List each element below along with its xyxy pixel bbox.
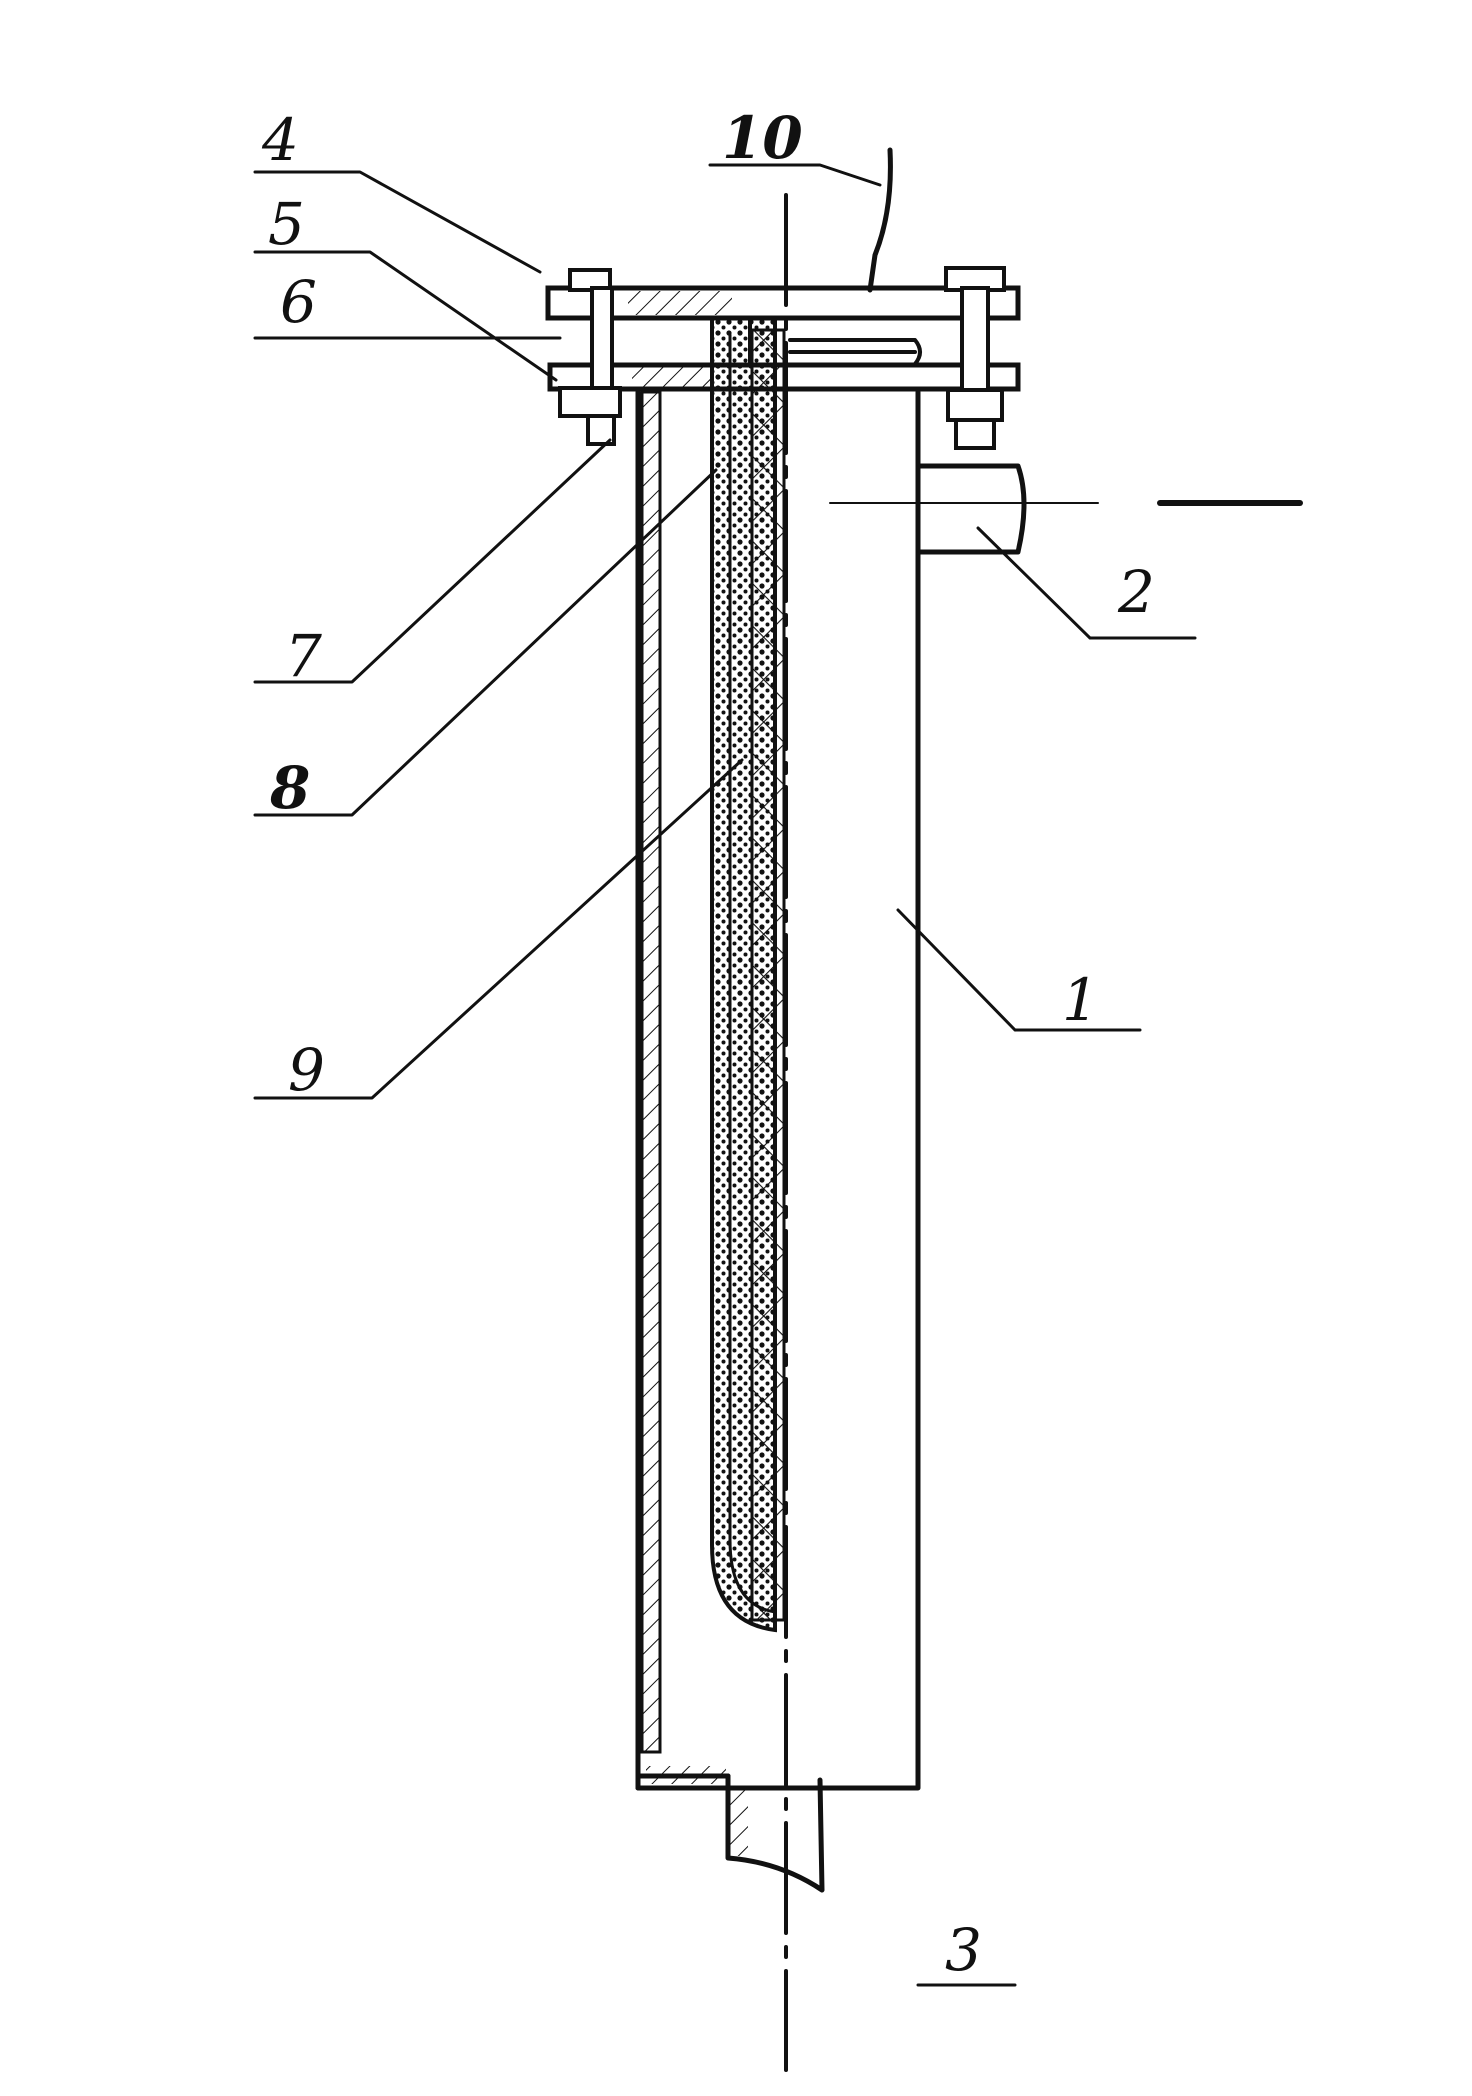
label-1: 1	[1062, 966, 1099, 1034]
wire	[867, 147, 893, 293]
inlet-pipe	[917, 463, 1027, 555]
label-4: 4	[261, 106, 299, 174]
right-bolt	[944, 266, 1006, 450]
upper-flange-plate	[545, 285, 1021, 321]
label-8: 8	[269, 754, 310, 822]
label-9: 9	[288, 1036, 325, 1104]
bottom-plate-hatch	[646, 1766, 726, 1784]
inner-tube-filter	[710, 316, 786, 1633]
vessel-body	[635, 389, 921, 1791]
label-6: 6	[280, 268, 317, 336]
leader-lines	[253, 163, 1197, 1987]
left-bolt	[558, 268, 622, 446]
label-2: 2	[1117, 558, 1155, 626]
label-7: 7	[285, 622, 322, 690]
label-10: 10	[722, 104, 803, 172]
vessel-wall-hatch	[640, 390, 662, 1754]
label-5: 5	[268, 190, 305, 258]
label-3: 3	[945, 1916, 982, 1984]
outlet-pipe	[725, 1773, 825, 1893]
